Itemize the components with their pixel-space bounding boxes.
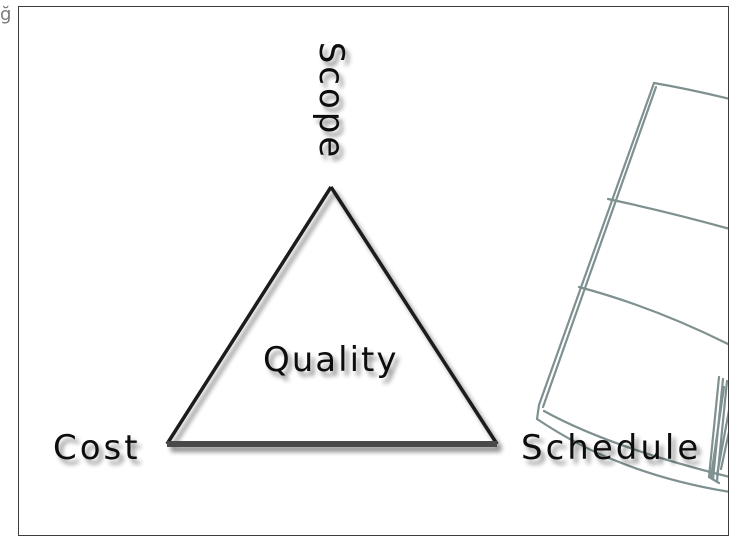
apex-label-scope: Scope bbox=[311, 42, 351, 161]
center-label-quality: Quality bbox=[263, 340, 399, 380]
triangle-left-edge bbox=[165, 186, 333, 445]
right-label-schedule: Schedule bbox=[521, 428, 701, 468]
notepad-sketch-icon bbox=[535, 81, 728, 493]
triangle-right-edge bbox=[329, 186, 499, 445]
partial-glyph-icon: ğ bbox=[0, 4, 12, 25]
triangle-group bbox=[165, 186, 499, 447]
diagram-frame: Scope Cost Schedule Quality bbox=[18, 6, 729, 536]
triple-constraint-diagram: Scope Cost Schedule Quality bbox=[53, 42, 728, 493]
left-label-cost: Cost bbox=[53, 428, 141, 468]
